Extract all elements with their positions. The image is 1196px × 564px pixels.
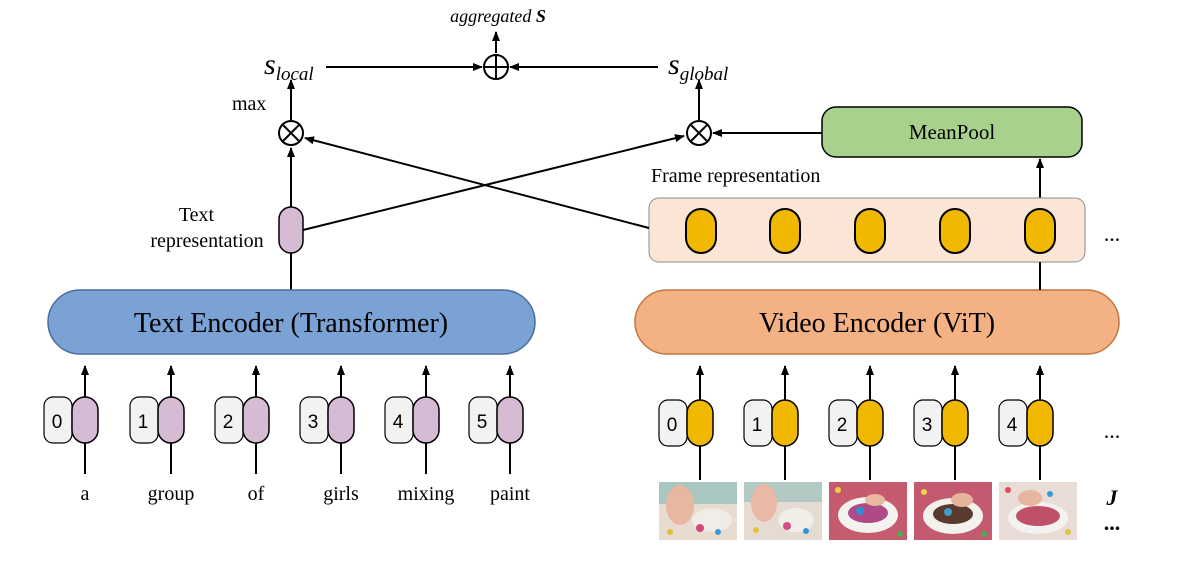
video-encoder-label: Video Encoder (ViT) <box>759 308 995 339</box>
frame-token <box>685 208 717 254</box>
video-token: 0 <box>658 365 714 480</box>
token-embedding <box>157 396 185 444</box>
aggregated-s-label: aggregated S <box>450 6 546 26</box>
token-index: 2 <box>837 415 848 436</box>
token-index: 1 <box>138 412 149 433</box>
video-tokens-ellipsis: ... <box>1104 418 1121 443</box>
frame-token <box>769 208 801 254</box>
text-token-row: 0 a 1 group 2 of 3 girl <box>43 365 530 505</box>
video-token: 1 <box>743 365 799 480</box>
video-frames <box>659 482 1077 540</box>
s-local-label: slocal <box>264 48 314 85</box>
token-word: mixing <box>398 483 455 505</box>
text-representation-label: Text representation <box>150 204 263 252</box>
token-index: 1 <box>752 415 763 436</box>
meanpool-label: MeanPool <box>909 120 995 144</box>
otimes-local-icon <box>278 120 304 146</box>
frame-token <box>1024 208 1056 254</box>
text-token: 5 paint <box>468 365 530 505</box>
frames-to-local-cross-arrow <box>304 136 650 229</box>
video-frame-thumbnail <box>744 482 822 540</box>
text-token: 1 group <box>129 365 195 505</box>
token-index: 3 <box>922 415 933 436</box>
video-frame-thumbnail <box>999 482 1077 540</box>
text-token: 3 girls <box>299 365 359 505</box>
video-token: 2 <box>828 365 884 480</box>
otimes-global-icon <box>686 120 712 146</box>
video-token: 3 <box>913 365 969 480</box>
token-embedding <box>496 396 524 444</box>
frame-token <box>854 208 886 254</box>
frame-representation-tokens <box>685 208 1056 254</box>
s-global-label: sglobal <box>668 48 728 85</box>
token-index: 0 <box>667 415 678 436</box>
token-embedding <box>686 399 714 447</box>
text-encoder-label: Text Encoder (Transformer) <box>134 308 448 339</box>
token-index: 3 <box>308 412 319 433</box>
video-token: 4 <box>998 365 1054 480</box>
token-embedding <box>327 396 355 444</box>
token-index: 4 <box>1007 415 1018 436</box>
frame-count-label: J <box>1106 485 1119 510</box>
frame-representation-ellipsis: ... <box>1104 221 1121 246</box>
video-frame-thumbnail <box>659 482 737 540</box>
token-word: a <box>81 483 90 505</box>
token-embedding <box>771 399 799 447</box>
token-word: paint <box>490 483 530 505</box>
video-encoder-box <box>634 289 1120 355</box>
text-encoder-box <box>47 289 536 355</box>
oplus-icon <box>483 54 509 80</box>
token-index: 2 <box>223 412 234 433</box>
token-embedding <box>856 399 884 447</box>
token-word: of <box>248 483 265 505</box>
text-token: 2 of <box>214 365 270 505</box>
token-embedding <box>941 399 969 447</box>
token-embedding <box>242 396 270 444</box>
frame-representation-label: Frame representation <box>651 165 820 187</box>
token-word: group <box>148 483 195 505</box>
text-representation-token <box>278 206 304 254</box>
text-token: 4 mixing <box>384 365 455 505</box>
token-index: 4 <box>393 412 404 433</box>
token-index: 0 <box>52 412 63 433</box>
text-to-global-cross-arrow <box>302 134 685 231</box>
token-embedding <box>412 396 440 444</box>
token-embedding <box>1026 399 1054 447</box>
video-token-row: 0 1 2 3 4 <box>658 365 1054 480</box>
frame-token <box>939 208 971 254</box>
token-word: girls <box>323 483 359 505</box>
max-label: max <box>232 93 266 115</box>
token-embedding <box>71 396 99 444</box>
text-token: 0 a <box>43 365 99 505</box>
token-index: 5 <box>477 412 488 433</box>
video-frame-thumbnail <box>829 482 907 540</box>
frames-ellipsis: ... <box>1104 510 1121 535</box>
video-frame-thumbnail <box>914 482 992 540</box>
